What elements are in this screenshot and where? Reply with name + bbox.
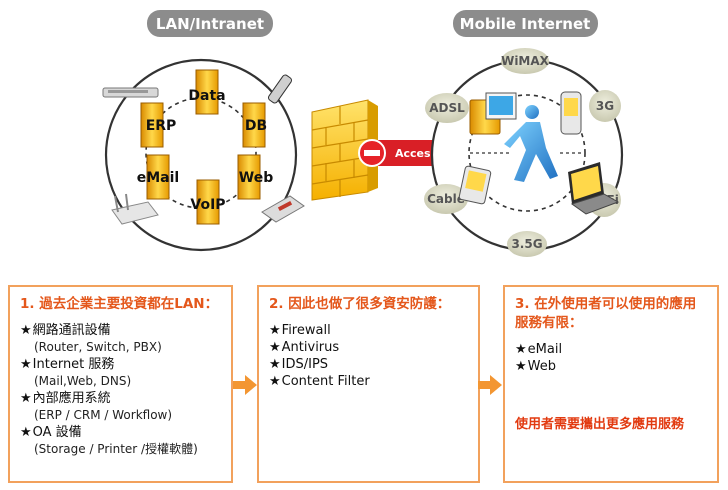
usb-drive-icon bbox=[267, 74, 293, 104]
mobile-ring bbox=[468, 94, 586, 212]
desktop-pc-icon bbox=[469, 92, 517, 135]
list-item: ★Antivirus bbox=[269, 340, 340, 355]
svg-text:ERP: ERP bbox=[146, 118, 177, 134]
svg-text:eMail: eMail bbox=[137, 170, 179, 186]
laptop-icon bbox=[568, 162, 620, 215]
node-cable: Cable bbox=[424, 184, 468, 214]
walking-person-icon bbox=[504, 105, 558, 182]
box-mobile-apps: 3. 在外使用者可以使用的應用服務有限： ★eMail ★Web 使用者需要攜出… bbox=[503, 285, 719, 483]
pda-icon bbox=[458, 165, 492, 205]
printer-icon bbox=[261, 195, 305, 223]
svg-text:Data: Data bbox=[188, 88, 225, 104]
server-web: Web bbox=[237, 154, 273, 200]
access-blocked: Access bbox=[358, 139, 450, 167]
list-item: ★內部應用系統 bbox=[20, 391, 111, 406]
svg-text:DB: DB bbox=[245, 118, 267, 134]
node-35g: 3.5G bbox=[507, 231, 547, 257]
list-item: ★OA 設備 bbox=[20, 425, 82, 440]
box-3-title: 3. 在外使用者可以使用的應用服務有限： bbox=[515, 296, 697, 331]
node-adsl: ADSL bbox=[425, 93, 469, 123]
conclusion-text: 使用者需要攜出更多應用服務 bbox=[515, 417, 685, 432]
lan-title: LAN/Intranet bbox=[156, 15, 264, 33]
server-email: eMail bbox=[137, 154, 179, 200]
svg-text:ADSL: ADSL bbox=[429, 101, 465, 115]
list-item: ★IDS/IPS bbox=[269, 357, 329, 372]
svg-text:Web: Web bbox=[239, 170, 273, 186]
list-item: ★Web bbox=[515, 359, 556, 374]
list-item: ★Content Filter bbox=[269, 374, 370, 389]
list-item: ★Internet 服務 bbox=[20, 357, 115, 372]
node-wimax: WiMAX bbox=[501, 48, 550, 74]
lan-title-pill: LAN/Intranet bbox=[147, 10, 273, 37]
svg-text:VoIP: VoIP bbox=[190, 197, 225, 213]
switch-icon bbox=[102, 87, 159, 98]
mobile-title: Mobile Internet bbox=[460, 15, 591, 33]
box-1-title: 1. 過去企業主要投資都在LAN： bbox=[20, 296, 219, 312]
node-3g: 3G bbox=[589, 90, 621, 122]
list-item: ★Firewall bbox=[269, 323, 331, 338]
arrow-right-icon bbox=[233, 375, 257, 395]
server-voip: VoIP bbox=[190, 179, 226, 225]
list-item: ★eMail bbox=[515, 342, 563, 357]
list-item-detail: (Router, Switch, PBX) bbox=[34, 340, 162, 354]
server-erp: ERP bbox=[140, 102, 177, 148]
phone-icon bbox=[560, 91, 582, 135]
list-item: ★網路通訊設備 bbox=[20, 323, 111, 338]
list-item-detail: (Storage / Printer /授權軟體) bbox=[34, 442, 198, 456]
list-item-detail: (ERP / CRM / Workflow) bbox=[34, 408, 173, 422]
mobile-title-pill: Mobile Internet bbox=[453, 10, 598, 37]
svg-text:WiMAX: WiMAX bbox=[501, 54, 550, 68]
network-diagram: LAN/Intranet Mobile Internet Data ERP DB… bbox=[102, 10, 624, 257]
svg-text:3G: 3G bbox=[596, 99, 614, 113]
svg-text:3.5G: 3.5G bbox=[511, 237, 542, 251]
box-3-list: ★eMail ★Web bbox=[515, 341, 707, 375]
svg-text:Cable: Cable bbox=[427, 192, 465, 206]
box-security: 2. 因此也做了很多資安防護： ★Firewall ★Antivirus ★ID… bbox=[257, 285, 480, 483]
box-2-list: ★Firewall ★Antivirus ★IDS/IPS ★Content F… bbox=[269, 322, 468, 390]
server-data: Data bbox=[188, 69, 226, 115]
box-2-title: 2. 因此也做了很多資安防護： bbox=[269, 296, 451, 312]
list-item-detail: (Mail,Web, DNS) bbox=[34, 374, 132, 388]
access-label: Access bbox=[395, 147, 438, 160]
router-icon bbox=[111, 193, 159, 225]
box-lan-investment: 1. 過去企業主要投資都在LAN： ★網路通訊設備 (Router, Switc… bbox=[8, 285, 233, 483]
arrow-right-icon bbox=[478, 375, 502, 395]
box-1-list: ★網路通訊設備 (Router, Switch, PBX) ★Internet … bbox=[20, 322, 221, 458]
server-db: DB bbox=[242, 102, 267, 148]
